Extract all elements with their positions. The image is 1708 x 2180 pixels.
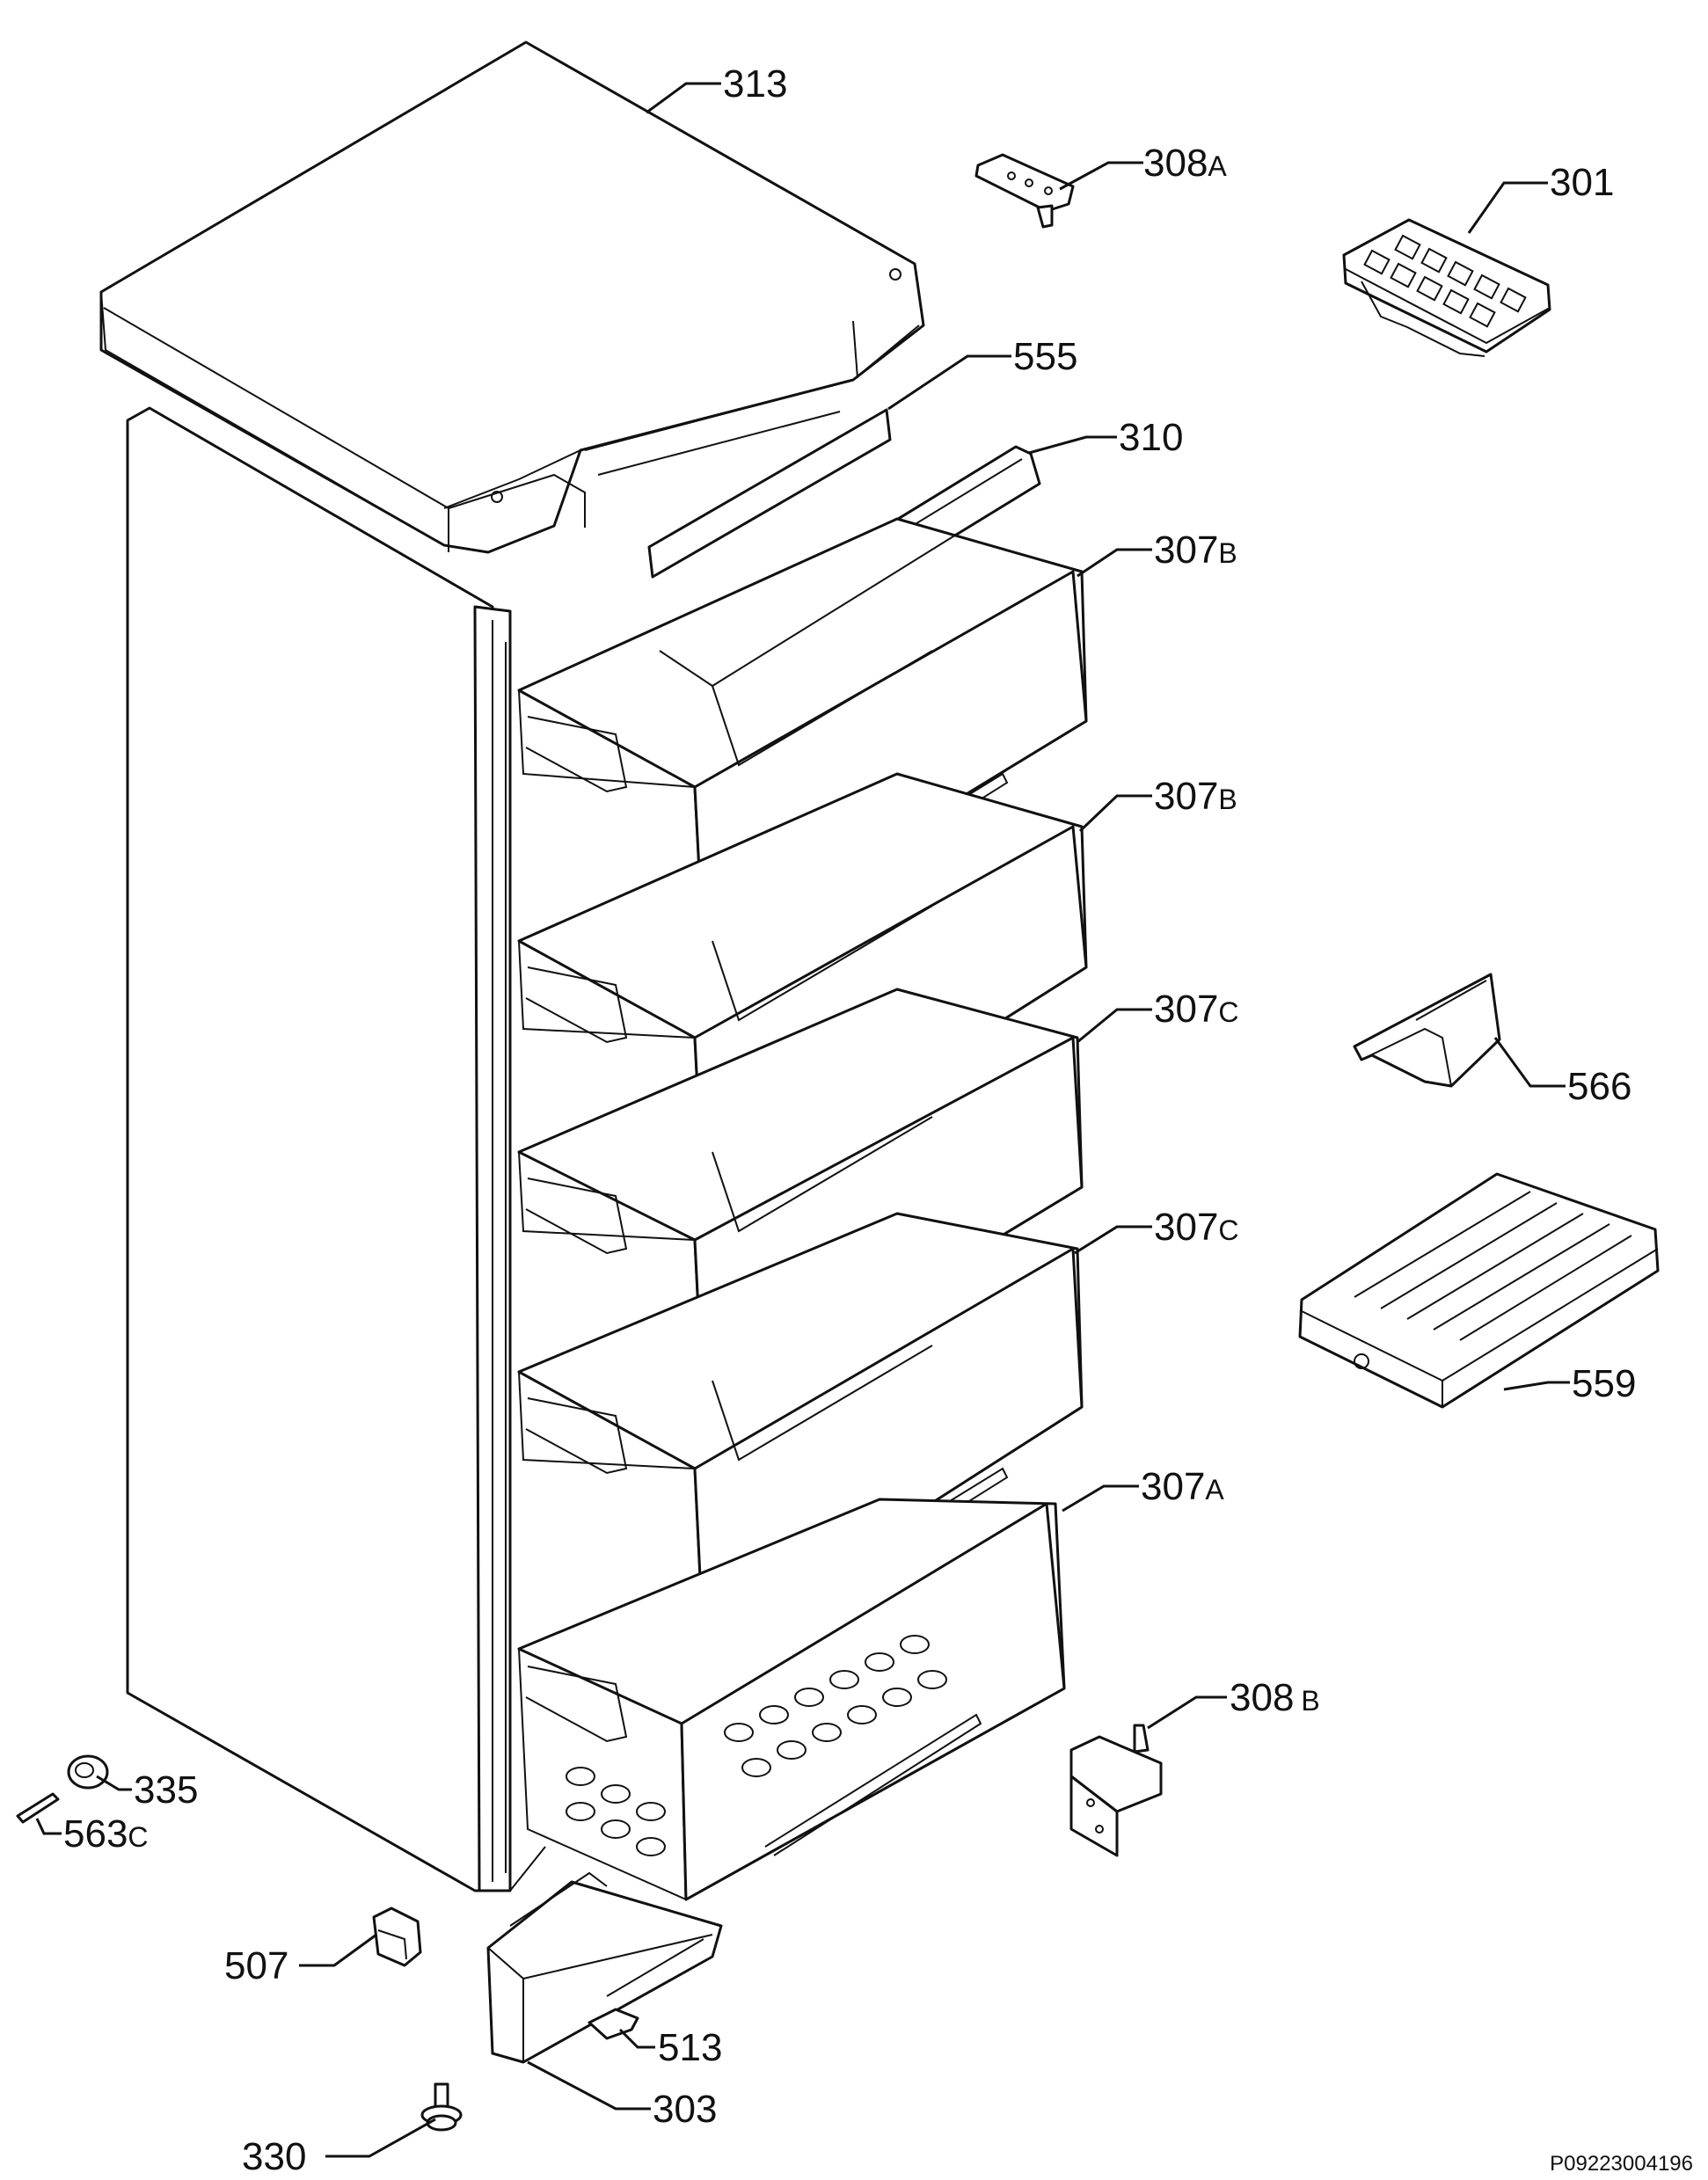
label-330: 330 <box>242 2135 306 2178</box>
label-301: 301 <box>1550 161 1614 204</box>
top-cover-313 <box>99 40 925 554</box>
bracket-507 <box>372 1907 422 1967</box>
label-308a: 308A <box>1143 142 1227 185</box>
clip-566 <box>1353 973 1501 1088</box>
drawer-307a-bottom <box>517 1498 1066 1901</box>
label-559: 559 <box>1572 1362 1636 1405</box>
ice-cube-tray-301 <box>1342 218 1551 357</box>
label-307b-2: 307B <box>1154 775 1237 818</box>
label-563c: 563C <box>63 1812 149 1856</box>
hinge-plate-308a <box>974 153 1075 229</box>
ice-box-559 <box>1298 1172 1660 1409</box>
label-555: 555 <box>1013 335 1077 378</box>
foot-335 <box>67 1754 109 1790</box>
label-310: 310 <box>1119 416 1183 459</box>
label-307c-1: 307C <box>1154 988 1239 1031</box>
part-labels: 313 308A 301 555 310 307B 307B 307C 307C… <box>63 62 1636 2178</box>
label-566: 566 <box>1567 1065 1631 1108</box>
label-307c-2: 307C <box>1154 1206 1239 1249</box>
label-307a: 307A <box>1141 1465 1224 1508</box>
freezer-cabinet <box>126 406 546 1892</box>
hinge-308b <box>1069 1724 1163 1857</box>
label-513: 513 <box>658 2026 722 2069</box>
kick-plate-303 <box>486 1871 723 2064</box>
label-507: 507 <box>224 1944 288 1987</box>
leader-lines <box>35 82 1570 2158</box>
label-313: 313 <box>723 62 787 106</box>
label-303: 303 <box>653 2088 717 2131</box>
clip-513 <box>588 2008 639 2040</box>
label-307b-1: 307B <box>1154 529 1237 572</box>
adjustable-foot-330 <box>420 2082 463 2132</box>
pin-563c <box>16 1792 60 1824</box>
decor-strip-555 <box>647 408 892 579</box>
drawing-code: P09223004196 <box>1550 2152 1693 2176</box>
label-335: 335 <box>134 1768 198 1812</box>
